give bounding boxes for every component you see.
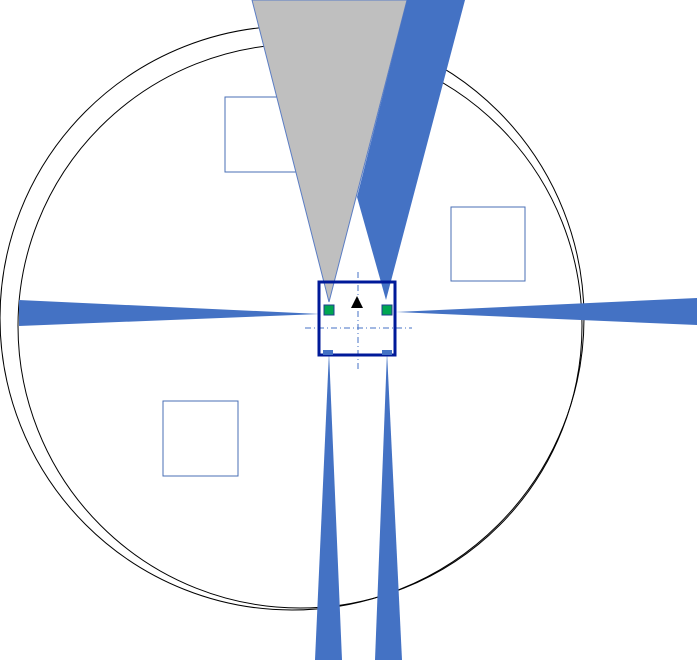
contact-pad-right — [381, 304, 393, 316]
probe-needle-blue-right — [396, 298, 697, 325]
test-site-bottom-left — [162, 400, 239, 477]
contact-pad-bottom-left — [323, 350, 333, 355]
die-frame — [317, 280, 397, 357]
contact-pad-left — [323, 304, 335, 316]
test-site-right — [450, 206, 526, 282]
probe-needle-blue-bottom-right — [375, 352, 402, 660]
probe-needle-blue-left — [19, 300, 320, 326]
probe-needle-blue-top-right — [357, 0, 465, 300]
contact-pad-bottom-right — [382, 350, 392, 355]
probe-needle-gray-top — [251, 0, 408, 303]
triangle-up-icon — [351, 296, 363, 308]
probe-needle-blue-bottom-left — [315, 352, 342, 660]
